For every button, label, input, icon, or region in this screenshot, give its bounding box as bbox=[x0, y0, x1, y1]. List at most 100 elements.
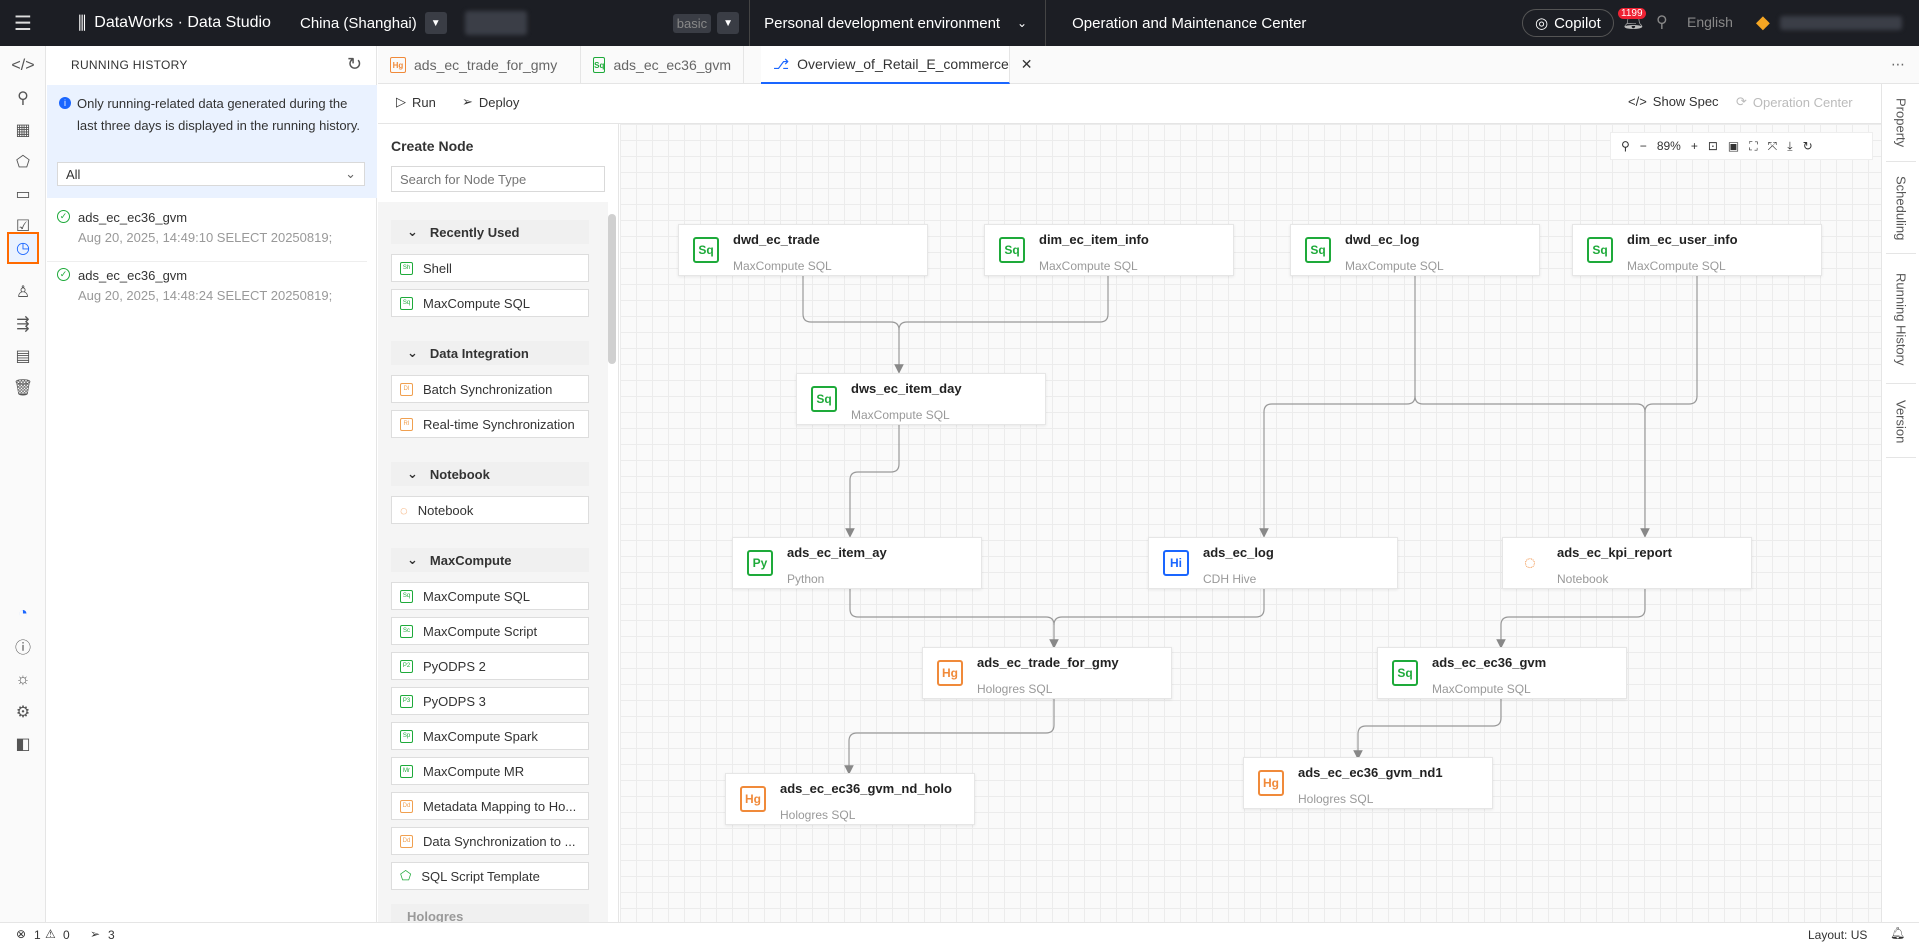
node-type: MaxCompute SQL bbox=[1627, 259, 1726, 273]
section-maxcompute[interactable]: ⌄MaxCompute bbox=[391, 548, 589, 572]
environment-selector[interactable]: Personal development environment ⌄ bbox=[749, 0, 1047, 46]
brand[interactable]: ⫼ DataWorks · Data Studio bbox=[78, 13, 288, 34]
refresh-icon[interactable]: ↻ bbox=[346, 54, 362, 74]
scrollbar[interactable] bbox=[608, 214, 616, 364]
history-icon[interactable]: ◷ bbox=[7, 232, 39, 264]
section-notebook[interactable]: ⌄Notebook bbox=[391, 462, 589, 486]
workflow-canvas[interactable]: ⚲ − 89% + ⊡ ▣ ⛶ ⤧ ⤓ ↻ Sq dwd_ec_trade Ma… bbox=[620, 124, 1881, 922]
folder-icon[interactable]: ▭ bbox=[15, 186, 31, 203]
node-type-item[interactable]: ⬠SQL Script Template bbox=[391, 862, 589, 890]
history-item[interactable]: ✓ ads_ec_ec36_gvm Aug 20, 2025, 14:48:24… bbox=[47, 262, 367, 320]
section-data-integration[interactable]: ⌄Data Integration bbox=[391, 341, 589, 365]
refresh-icon[interactable]: ↻ bbox=[1802, 139, 1813, 153]
settings-icon[interactable]: ⚙ bbox=[15, 704, 31, 721]
operation-center-button[interactable]: ⟳ Operation Center bbox=[1736, 94, 1853, 110]
env-tag[interactable]: basic ▼ bbox=[672, 12, 740, 34]
hologres-sql-icon: Hg bbox=[740, 786, 766, 812]
deploy-icon[interactable]: ➢ bbox=[90, 927, 101, 941]
help-icon[interactable]: ⓘ bbox=[14, 640, 31, 657]
warning-icon[interactable]: ⚠ bbox=[45, 927, 56, 941]
zoom-out-icon[interactable]: − bbox=[1639, 139, 1647, 153]
workflow-node[interactable]: Sq dim_ec_user_info MaxCompute SQL bbox=[1572, 224, 1822, 276]
tab-scheduling[interactable]: Scheduling bbox=[1886, 164, 1916, 254]
node-name: ads_ec_ec36_gvm_nd_holo bbox=[780, 781, 952, 796]
workflow-node[interactable]: Sq ads_ec_ec36_gvm MaxCompute SQL bbox=[1377, 647, 1627, 699]
workflow-node[interactable]: Sq dwd_ec_trade MaxCompute SQL bbox=[678, 224, 928, 276]
language-selector[interactable]: English bbox=[1687, 14, 1733, 30]
auto-layout-icon[interactable]: ⤧ bbox=[1767, 138, 1778, 153]
tab-ads-ec-trade-for-gmy[interactable]: Hg ads_ec_trade_for_gmy bbox=[378, 46, 581, 84]
close-icon[interactable]: ✕ bbox=[1020, 55, 1033, 72]
error-icon[interactable]: ⊗ bbox=[16, 927, 27, 941]
panel-title: RUNNING HISTORY bbox=[71, 58, 188, 72]
download-icon[interactable]: ⤓ bbox=[1787, 138, 1793, 153]
user-account-redacted[interactable] bbox=[1780, 16, 1902, 30]
workflow-node[interactable]: Py ads_ec_item_ay Python bbox=[732, 537, 982, 589]
notification-icon[interactable]: 🔔︎ bbox=[1890, 926, 1906, 940]
show-spec-button[interactable]: </> Show Spec bbox=[1628, 94, 1719, 109]
tab-running-history[interactable]: Running History bbox=[1886, 256, 1916, 384]
tab-ads-ec-ec36-gvm[interactable]: Sq ads_ec_ec36_gvm bbox=[581, 46, 744, 84]
workflow-node[interactable]: Sq dim_ec_item_info MaxCompute SQL bbox=[984, 224, 1234, 276]
maxcompute-sql-icon: Sq bbox=[1305, 237, 1331, 263]
more-icon[interactable]: ⋯ bbox=[1891, 56, 1905, 72]
region-selector[interactable]: China (Shanghai) ▼ bbox=[300, 12, 447, 34]
create-node-title: Create Node bbox=[391, 138, 474, 154]
run-button[interactable]: ▷ Run bbox=[396, 94, 436, 110]
workflow-node[interactable]: Hg ads_ec_ec36_gvm_nd_holo Hologres SQL bbox=[725, 773, 975, 825]
keyboard-layout[interactable]: Layout: US bbox=[1808, 928, 1868, 942]
actual-size-icon[interactable]: ⊡ bbox=[1707, 139, 1718, 153]
table-icon[interactable]: ▦ bbox=[15, 122, 31, 139]
history-item[interactable]: ✓ ads_ec_ec36_gvm Aug 20, 2025, 14:49:10… bbox=[47, 204, 367, 262]
workspace-name-redacted[interactable] bbox=[464, 11, 527, 35]
collapse-icon[interactable]: ◧ bbox=[15, 736, 31, 753]
terminal-icon[interactable]: ▤ bbox=[15, 348, 31, 365]
section-recently-used[interactable]: ⌄Recently Used bbox=[391, 220, 589, 244]
theme-icon[interactable]: ☼ bbox=[15, 671, 31, 688]
tools-icon[interactable]: ⚲ bbox=[1656, 14, 1668, 31]
search-data-icon[interactable]: ⚲ bbox=[17, 90, 29, 107]
workflow-node[interactable]: Sq dws_ec_item_day MaxCompute SQL bbox=[796, 373, 1046, 425]
task-icon[interactable]: ☑ bbox=[15, 218, 31, 235]
workflow-node[interactable]: Hi ads_ec_log CDH Hive bbox=[1148, 537, 1398, 589]
sql-icon: Sq bbox=[400, 589, 413, 603]
palette-icon[interactable]: ◔ bbox=[18, 605, 28, 622]
history-filter-select[interactable]: All ⌄ bbox=[57, 162, 365, 186]
workflow-node[interactable]: Hg ads_ec_trade_for_gmy Hologres SQL bbox=[922, 647, 1172, 699]
operation-maintenance-link[interactable]: Operation and Maintenance Center bbox=[1072, 14, 1307, 32]
flow-icon[interactable]: ⇶ bbox=[16, 316, 30, 333]
hamburger-menu-icon[interactable]: ☰ bbox=[14, 12, 32, 35]
code-icon[interactable]: </> bbox=[11, 57, 35, 74]
node-type-search-input[interactable] bbox=[391, 166, 605, 192]
copilot-button[interactable]: ◎ Copilot bbox=[1522, 9, 1614, 37]
node-type-item[interactable]: ◌Notebook bbox=[391, 496, 589, 524]
user-icon[interactable]: ♙ bbox=[15, 284, 31, 301]
diamond-icon[interactable]: ◆ bbox=[1756, 12, 1770, 32]
fit-icon[interactable]: ▣ bbox=[1727, 139, 1740, 153]
tab-property[interactable]: Property bbox=[1886, 84, 1916, 162]
workflow-node[interactable]: ◌ ads_ec_kpi_report Notebook bbox=[1502, 537, 1752, 589]
tab-version[interactable]: Version bbox=[1886, 386, 1916, 458]
trash-icon[interactable]: 🗑︎ bbox=[12, 380, 34, 397]
workflow-node[interactable]: Sq dwd_ec_log MaxCompute SQL bbox=[1290, 224, 1540, 276]
search-icon[interactable]: ⚲ bbox=[1621, 139, 1630, 153]
zoom-in-icon[interactable]: + bbox=[1690, 139, 1698, 153]
workflow-node[interactable]: Hg ads_ec_ec36_gvm_nd1 Hologres SQL bbox=[1243, 757, 1493, 809]
deploy-button[interactable]: ➢ Deploy bbox=[462, 94, 519, 110]
fullscreen-icon[interactable]: ⛶ bbox=[1749, 138, 1758, 153]
section-hologres[interactable]: Hologres bbox=[391, 904, 589, 922]
tab-overview-retail-ecommerce[interactable]: ⎇ Overview_of_Retail_E_commerce ✕ bbox=[761, 46, 1033, 84]
package-icon[interactable]: ⬠ bbox=[16, 154, 30, 171]
